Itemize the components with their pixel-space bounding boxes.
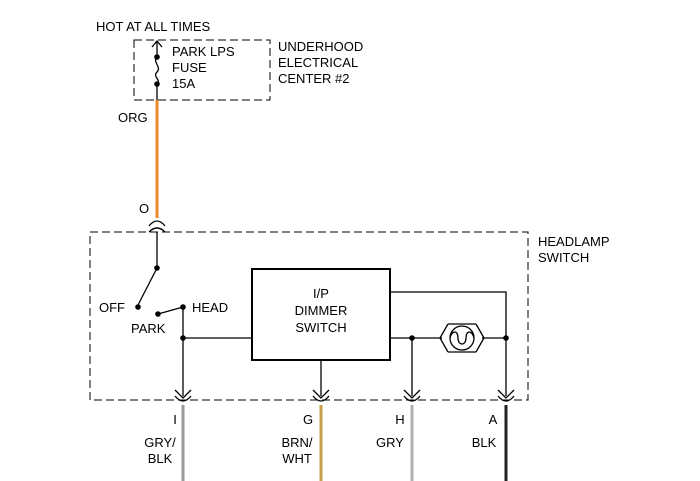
hot-at-all-times-label: HOT AT ALL TIMES [96, 19, 210, 34]
fuse-label-line1: PARK LPS [172, 44, 235, 59]
terminal-g-pin: G [303, 412, 313, 427]
dimmer-label-line1: I/P [313, 286, 329, 301]
dimmer-ground-wire [390, 291, 507, 396]
org-wire-label: ORG [118, 110, 148, 125]
headlamp-label-line1: HEADLAMP [538, 234, 610, 249]
terminal-i-pin: I [173, 412, 177, 427]
connector-o-label: O [139, 201, 149, 216]
terminal-i-color-line1: GRY/ [144, 435, 176, 450]
head-label: HEAD [192, 300, 228, 315]
connector-g [312, 389, 330, 402]
connector-i [174, 389, 192, 402]
terminal-g-color-line1: BRN/ [281, 435, 312, 450]
park-label: PARK [131, 321, 166, 336]
lamp-icon [439, 323, 485, 353]
underhood-label-line3: CENTER #2 [278, 71, 350, 86]
headlamp-switch-contacts [135, 232, 186, 341]
fuse-symbol [151, 39, 163, 100]
headlamp-label-line2: SWITCH [538, 250, 589, 265]
fuse-label-line2: FUSE [172, 60, 207, 75]
terminal-i-color-line2: BLK [148, 451, 173, 466]
off-label: OFF [99, 300, 125, 315]
connector-h [403, 389, 421, 402]
terminal-h-color-line1: GRY [376, 435, 404, 450]
connector-a [497, 389, 515, 402]
underhood-label-line2: ELECTRICAL [278, 55, 358, 70]
headlamp-switch-box [89, 231, 529, 401]
terminal-h-pin: H [395, 412, 404, 427]
connector-o [148, 220, 166, 233]
dimmer-label-line3: SWITCH [295, 320, 346, 335]
underhood-electrical-center-box [133, 39, 271, 101]
underhood-label-line1: UNDERHOOD [278, 39, 363, 54]
dimmer-label-line2: DIMMER [295, 303, 348, 318]
terminal-g-color-line2: WHT [282, 451, 312, 466]
terminal-a-color-line1: BLK [472, 435, 497, 450]
fuse-label-line3: 15A [172, 76, 195, 91]
dimmer-switch-box [251, 268, 391, 361]
terminal-a-pin: A [489, 412, 498, 427]
